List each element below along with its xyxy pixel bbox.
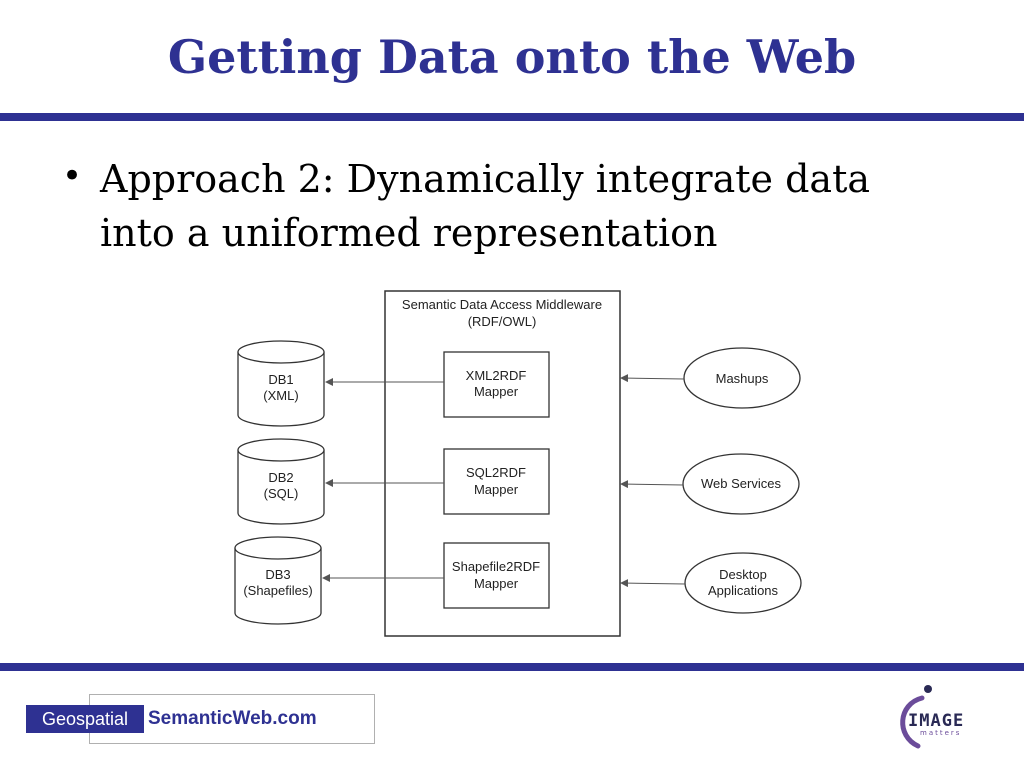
- db-label: DB1: [268, 372, 293, 387]
- mapper-xml2rdf: XML2RDF Mapper: [443, 351, 550, 418]
- mapper-label: XML2RDF: [466, 368, 527, 383]
- logo-dot-icon: [924, 685, 932, 693]
- middleware-title: Semantic Data Access Middleware: [402, 297, 602, 312]
- client-desktop-applications: Desktop Applications: [684, 552, 802, 614]
- db-sublabel: (XML): [263, 388, 298, 403]
- db-sublabel: (SQL): [264, 486, 299, 501]
- logo-matters-text: matters: [920, 729, 961, 737]
- mapper-sublabel: Mapper: [474, 482, 519, 497]
- client-sublabel: Applications: [708, 583, 779, 598]
- db1-cylinder: DB1 (XML): [237, 340, 325, 427]
- mapper-shapefile2rdf: Shapefile2RDF Mapper: [443, 542, 550, 609]
- mapper-sublabel: Mapper: [474, 384, 519, 399]
- footer-geospatial-label: Geospatial: [26, 705, 144, 733]
- top-divider: [0, 113, 1024, 121]
- arrow-desktop-to-middleware: [620, 579, 686, 588]
- db2-cylinder: DB2 (SQL): [237, 438, 325, 525]
- slide-title: Getting Data onto the Web: [167, 30, 857, 84]
- bottom-divider: [0, 663, 1024, 671]
- bullet-marker: •: [62, 156, 83, 196]
- bullet-line-2: into a uniformed representation: [100, 211, 718, 255]
- db3-cylinder: DB3 (Shapefiles): [234, 536, 322, 625]
- client-label: Web Services: [701, 476, 781, 491]
- bullet-line-1: Approach 2: Dynamically integrate data: [100, 157, 871, 201]
- db-label: DB2: [268, 470, 293, 485]
- logo-swoosh-icon: [900, 695, 925, 749]
- client-mashups: Mashups: [683, 347, 801, 409]
- mapper-label: Shapefile2RDF: [452, 559, 540, 574]
- mapper-sublabel: Mapper: [474, 576, 519, 591]
- bullet-text: Approach 2: Dynamically integrate data i…: [100, 152, 940, 260]
- client-web-services: Web Services: [682, 453, 800, 515]
- db-label: DB3: [265, 567, 290, 582]
- middleware-subtitle: (RDF/OWL): [468, 314, 537, 329]
- arrow-mashups-to-middleware: [620, 374, 685, 383]
- db-sublabel: (Shapefiles): [243, 583, 312, 598]
- footer-semanticweb-label: SemanticWeb.com: [148, 708, 317, 729]
- image-matters-logo: IMAGE matters: [900, 685, 964, 749]
- arrow-webservices-to-middleware: [620, 480, 684, 489]
- mapper-sql2rdf: SQL2RDF Mapper: [443, 448, 550, 515]
- mapper-label: SQL2RDF: [466, 465, 526, 480]
- client-label: Desktop: [719, 567, 767, 582]
- client-label: Mashups: [716, 371, 769, 386]
- logo-image-text: IMAGE: [908, 711, 964, 731]
